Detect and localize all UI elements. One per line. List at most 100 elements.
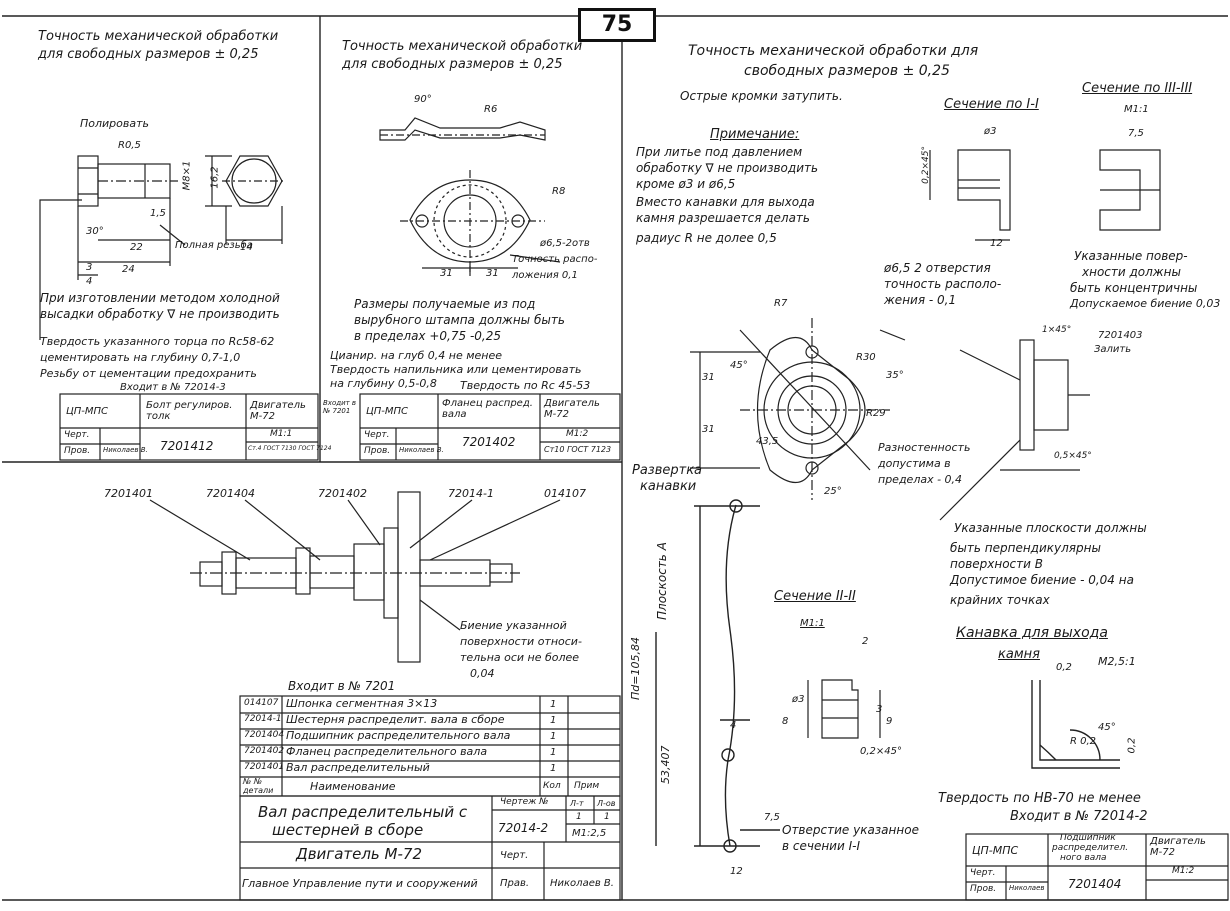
panel1-polish: Полировать bbox=[80, 117, 150, 130]
section-1 bbox=[929, 149, 1011, 241]
panel2-tb-checker: Николаев В. bbox=[399, 446, 444, 454]
shaft-assembly-drawing bbox=[149, 491, 561, 663]
panel1-note-line1: При изготовлении методом холодной bbox=[40, 291, 280, 305]
bearing-tb-checker: Николаев bbox=[1009, 884, 1045, 892]
front-dim-r29: R29 bbox=[866, 408, 886, 419]
assembly-tb-title-line1: Вал распределительный с bbox=[258, 803, 468, 821]
bearing-tb-part-line2: распределител. bbox=[1052, 843, 1129, 853]
section-3 bbox=[1099, 149, 1161, 231]
front-dim-435: 43,5 bbox=[756, 436, 779, 447]
panel1-includes: Входит в № 72014-3 bbox=[120, 382, 226, 393]
assembly-includes: Входит в № 7201 bbox=[288, 679, 396, 693]
bearing-front-view bbox=[690, 318, 906, 500]
bearing-tb-org: ЦП-МПС bbox=[972, 844, 1019, 857]
side-part-ref: 7201403 bbox=[1098, 330, 1143, 341]
side-chamfer3: 0,5×45° bbox=[1054, 451, 1092, 461]
assembly-tb-sheets: 1 bbox=[604, 812, 610, 822]
runout-line3: тельна оси не более bbox=[460, 651, 580, 664]
section1-title: Сечение по I-I bbox=[944, 97, 1039, 112]
assembly-tb-check: Прав. bbox=[500, 878, 530, 889]
bom-row-qty: 1 bbox=[550, 731, 557, 742]
panel4-note-line1: При литье под давлением bbox=[636, 145, 803, 159]
panel2-dim-31b: 31 bbox=[486, 268, 499, 279]
hole-note-line2: в сечении I-I bbox=[782, 839, 861, 853]
panel4-note-head: Примечание: bbox=[710, 127, 800, 142]
section3-title: Сечение по III-III bbox=[1082, 81, 1193, 96]
development-pi-d: Пd=105,84 bbox=[629, 637, 642, 700]
section2-dim-8: 8 bbox=[782, 716, 789, 727]
assembly-label-4: 72014-1 bbox=[448, 487, 494, 500]
panel2-tb-material: Ст10 ГОСТ 7123 bbox=[544, 445, 612, 454]
panel1-dim-24: 24 bbox=[122, 264, 135, 275]
groove-development bbox=[655, 499, 780, 853]
front-dim-31a: 31 bbox=[702, 372, 715, 383]
panel4-conc-line1: Указанные повер- bbox=[1074, 249, 1188, 263]
panel1-dim-22: 22 bbox=[130, 242, 143, 253]
panel1-hardness-line1: Твердость указанного торца по Rc58-62 bbox=[40, 335, 275, 348]
assembly-tb-title-line2: шестерней в сборе bbox=[272, 821, 424, 839]
assembly-label-2: 7201404 bbox=[206, 487, 255, 500]
bearing-tb-part-line1: Подшипник bbox=[1060, 833, 1116, 843]
panel1-tb-number: 7201412 bbox=[160, 439, 214, 453]
assembly-tb-sheet: 1 bbox=[576, 812, 582, 822]
bom-row-qty: 1 bbox=[550, 763, 557, 774]
panel2-tb-org: ЦП-МПС bbox=[366, 406, 409, 417]
panel1-dim-m: М8×1 bbox=[181, 160, 193, 191]
assembly-tb-l-t: Л-т bbox=[570, 799, 584, 808]
panel4-note-line6: радиус R не долее 0,5 bbox=[636, 231, 777, 245]
panel4-thick-line1: Разностенность bbox=[878, 441, 971, 454]
bearing-tb-scale: М1:2 bbox=[1172, 866, 1195, 876]
front-dim-a45: 45° bbox=[730, 360, 748, 371]
bom-row-num: 7201402 bbox=[244, 746, 285, 756]
bearing-titleblock bbox=[965, 833, 1229, 901]
section2-chamfer: 0,2×45° bbox=[860, 746, 903, 757]
panel2-tb-part: Фланец распред. вала bbox=[442, 398, 533, 420]
development-d53: 53,407 bbox=[659, 745, 672, 785]
panel1-tb-org: ЦП-МПС bbox=[66, 406, 109, 417]
panel1-dim-30: 30° bbox=[86, 226, 104, 237]
panel4-thick-line2: допустима в bbox=[878, 457, 951, 470]
panel1-full-thread: Полная резьба bbox=[175, 240, 253, 251]
panel1-tb-part: Болт регулиров. толк bbox=[146, 400, 233, 422]
panel1-tb-scale: М1:1 bbox=[270, 429, 293, 439]
panel4-note-line4: Вместо канавки для выхода bbox=[636, 195, 815, 209]
front-dim-a35: 35° bbox=[886, 370, 904, 381]
groove-detail bbox=[1031, 680, 1120, 769]
assembly-tb-draw: Черт. bbox=[500, 850, 529, 861]
assembly-tb-checker: Николаев В. bbox=[550, 878, 614, 889]
bearing-tb-number: 7201404 bbox=[1068, 877, 1122, 891]
panel2-r6: R6 bbox=[484, 104, 498, 115]
bom-row-qty: 1 bbox=[550, 715, 557, 726]
bom-row-num: 72014-1 bbox=[244, 714, 282, 724]
bearing-tb-engine: Двигатель М-72 bbox=[1150, 836, 1206, 858]
panel4-title-line1: Точность механической обработки для bbox=[688, 43, 979, 59]
panel1-dim-r: R0,5 bbox=[118, 140, 141, 151]
bolt-drawing bbox=[39, 155, 286, 340]
bom-row-name: Вал распределительный bbox=[286, 761, 430, 774]
side-chamfer2: 1×45° bbox=[1042, 325, 1072, 335]
bom-row-name: Подшипник распределительного вала bbox=[286, 729, 511, 742]
assembly-tb-drawing-no: 72014-2 bbox=[498, 821, 549, 835]
bom-row-name: Фланец распределительного вала bbox=[286, 745, 488, 758]
groove-title: Канавка для выхода bbox=[956, 625, 1108, 641]
section1-dim-12: 12 bbox=[990, 238, 1003, 249]
section2-dim-9: 9 bbox=[886, 716, 893, 727]
section2-title: Сечение II-II bbox=[774, 589, 856, 604]
bom-row-qty: 1 bbox=[550, 747, 557, 758]
panel1-note-line2: высадки обработку ∇ не производить bbox=[40, 307, 280, 321]
panel4-holes-line1: ø6,5 2 отверстия bbox=[884, 261, 991, 275]
panel2-tb-check: Пров. bbox=[364, 446, 391, 456]
panel2-includes: Входит в № 7201 bbox=[323, 399, 357, 415]
panel4-note-line2: обработку ∇ не производить bbox=[636, 161, 819, 175]
assembly-label-5: 014107 bbox=[544, 487, 586, 500]
panel2-title-line2: для свободных размеров ± 0,25 bbox=[342, 57, 563, 72]
panel4-holes-line2: точность располо- bbox=[884, 277, 1002, 291]
panel1-tb-checker: Николаев В. bbox=[103, 446, 148, 454]
bom-head-num: № № детали bbox=[243, 777, 274, 795]
page-number: 75 bbox=[578, 8, 656, 42]
panel1-tb-draw: Черт. bbox=[64, 430, 90, 440]
bearing-tb-part-line3: ного вала bbox=[1060, 853, 1107, 863]
development-d75: 7,5 bbox=[764, 812, 780, 823]
shaft-titleblock bbox=[239, 795, 621, 901]
